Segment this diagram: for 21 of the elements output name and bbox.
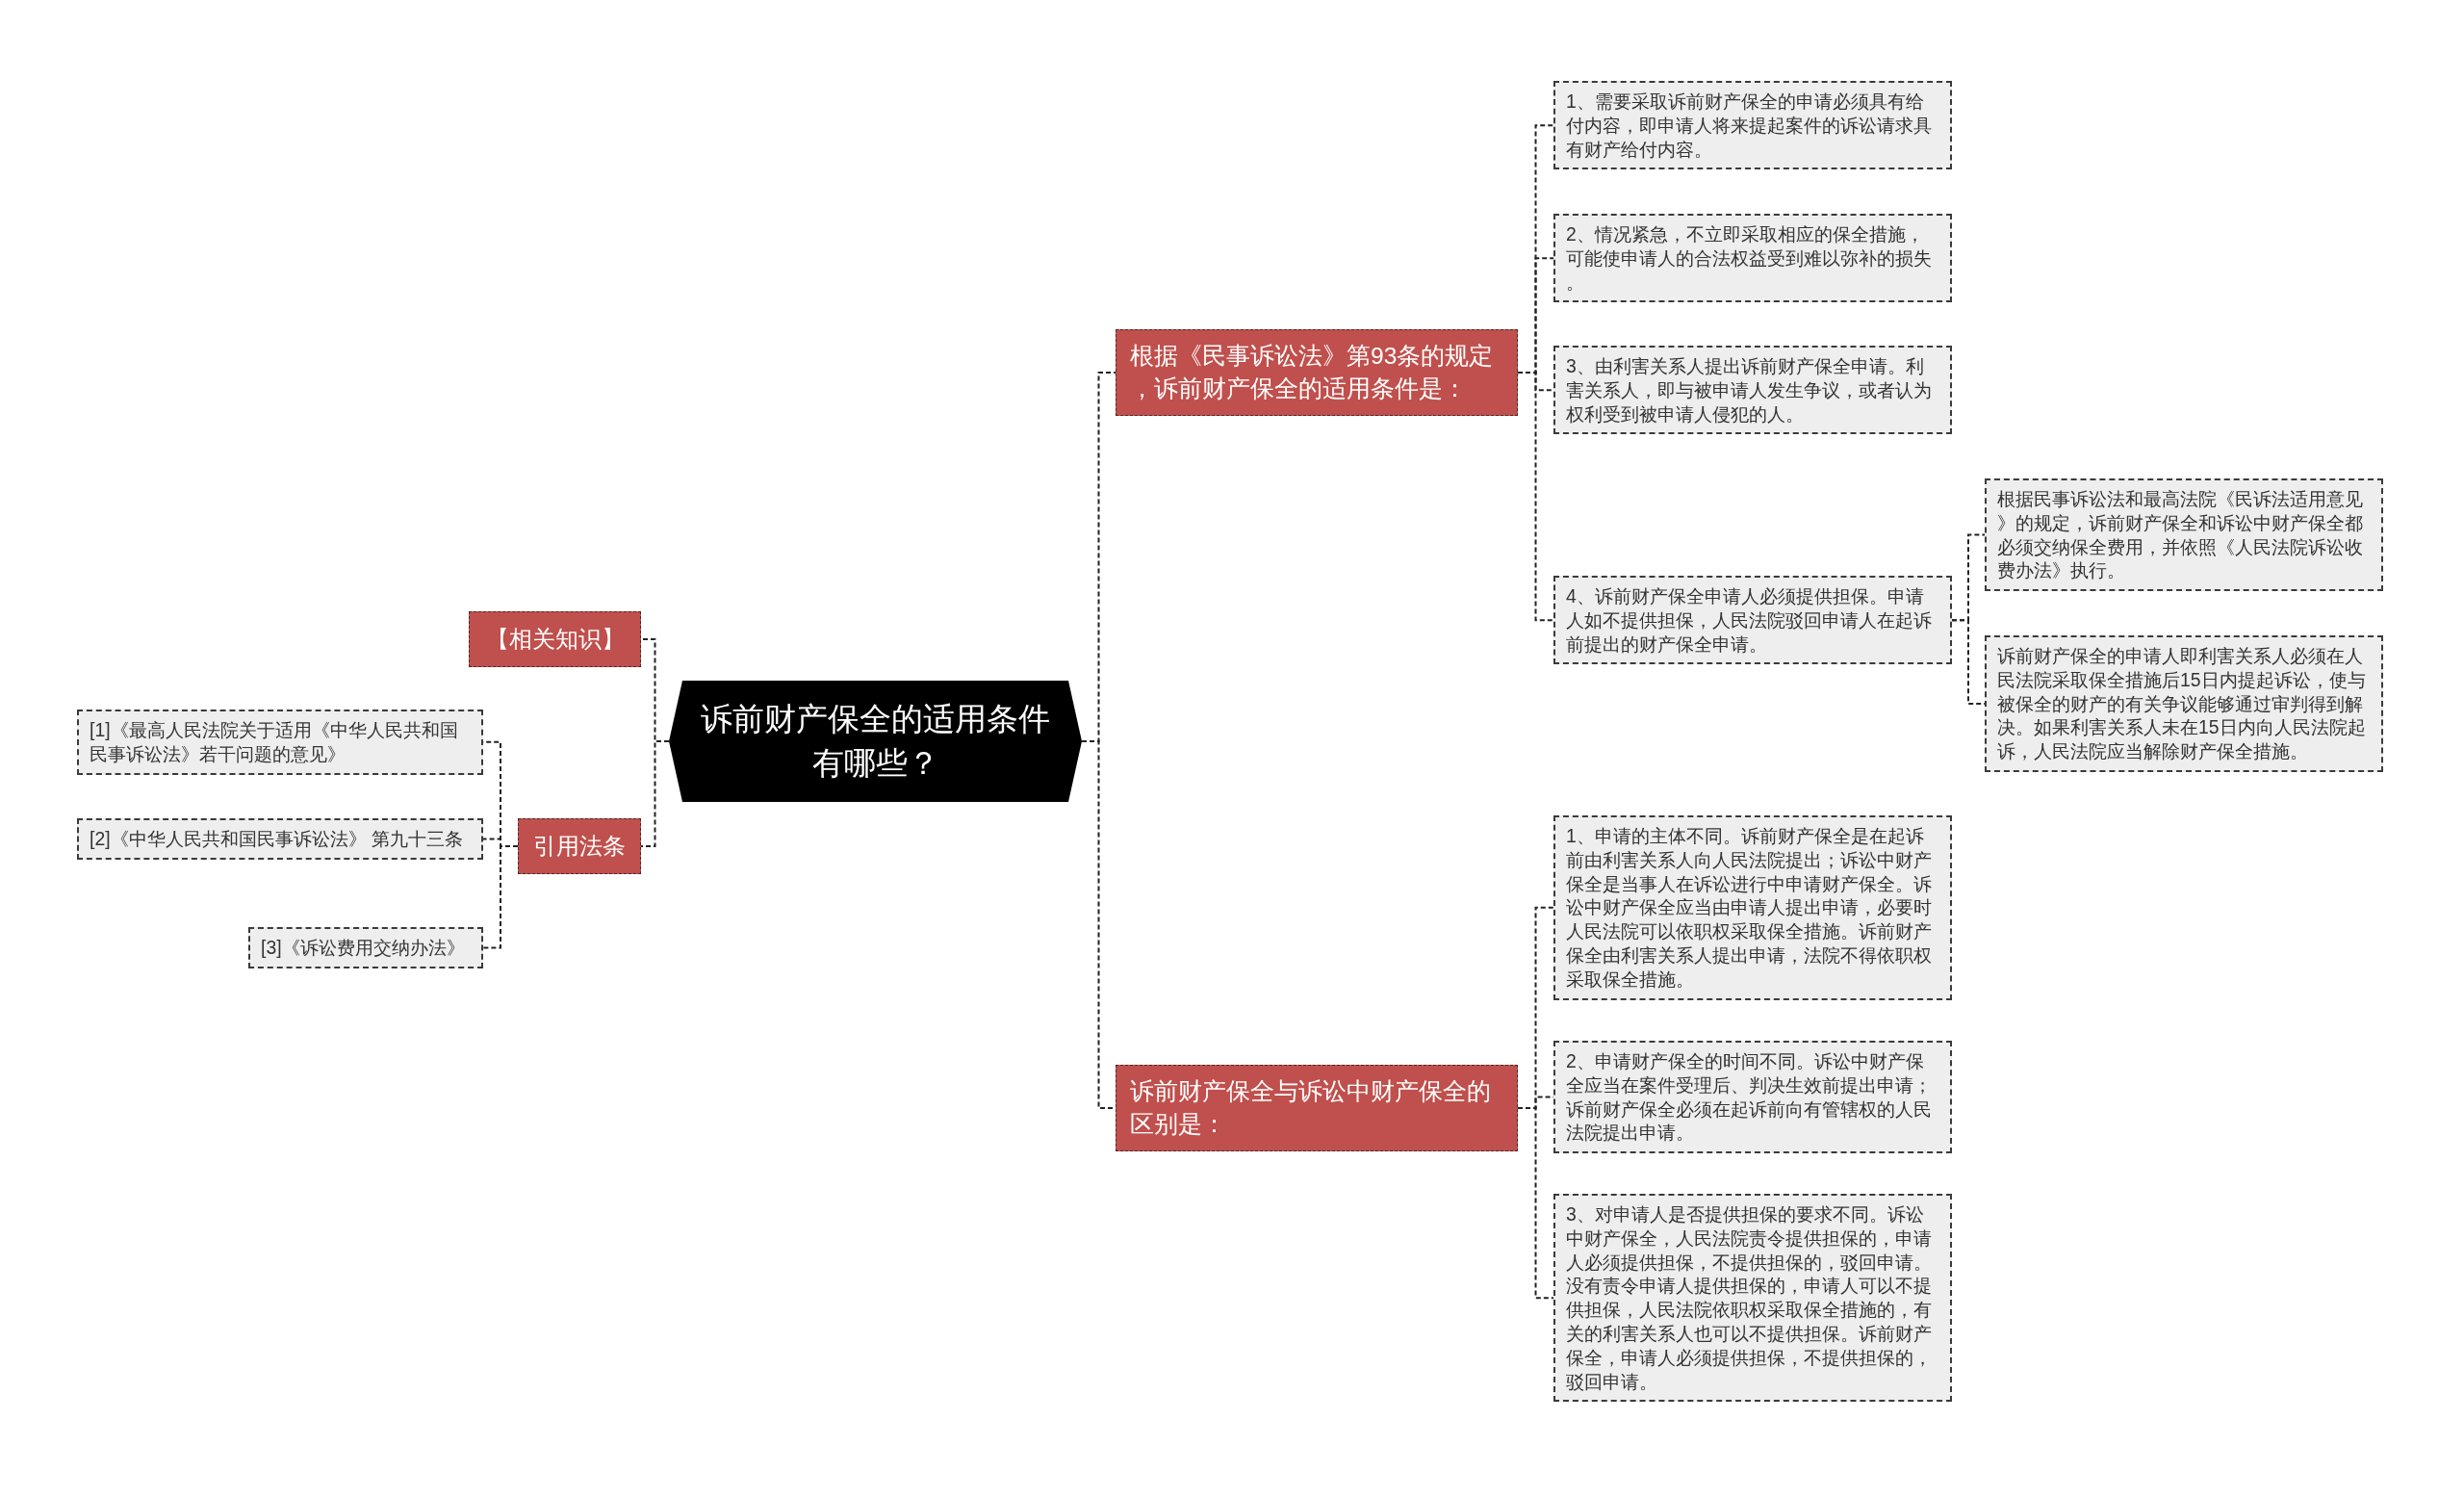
note-box: 诉前财产保全的申请人即利害关系人必须在人民法院采取保全措施后15日内提起诉讼，使与被保全的财产的有关争议能够通过审判得到解决。如果利害关系人未在15日内向人民法院起诉，人民法院应当解除财产保全措施。 <box>1985 635 2383 772</box>
note-box: [2]《中华人民共和国民事诉讼法》 第九十三条 <box>77 818 483 860</box>
topic-box: 引用法条 <box>518 818 641 874</box>
topic-hexagon: 诉前财产保全的适用条件有哪些？ <box>669 681 1082 802</box>
connector-line <box>1517 372 1554 622</box>
note-box: [1]《最高人民法院关于适用《中华人民共和国民事诉讼法》若干问题的意见》 <box>77 710 483 775</box>
note-box: 3、对申请人是否提供担保的要求不同。诉讼中财产保全，人民法院责令提供担保的，申请人必须提供担保，不提供担保的，驳回申请。没有责令申请人提供担保的，申请人可以不提供担保，人民法院依职权采取保全措施的，有关的利害关系人也可以不提供担保。诉前财产保全，申请人必须提供担保，不提供担保的，驳回申请。 <box>1553 1194 1952 1403</box>
topic-box: 诉前财产保全与诉讼中财产保全的区别是： <box>1116 1065 1518 1151</box>
topic-box: 根据《民事诉讼法》第93条的规定，诉前财产保全的适用条件是： <box>1116 329 1518 416</box>
note-box: 1、申请的主体不同。诉前财产保全是在起诉前由利害关系人向人民法院提出；诉讼中财产保全是当事人在诉讼进行中申请财产保全。诉讼中财产保全应当由申请人提出申请，必要时人民法院可以依职权采取保全措施。诉前财产保全由利害关系人提出申请，法院不得依职权采取保全措施。 <box>1553 815 1952 1000</box>
note-box: 根据民事诉讼法和最高法院《民诉法适用意见》的规定，诉前财产保全和诉讼中财产保全都必须交纳保全费用，并依照《人民法院诉讼收费办法》执行。 <box>1985 478 2383 592</box>
note-box: 1、需要采取诉前财产保全的申请必须具有给付内容，即申请人将来提起案件的诉讼请求具有财产给付内容。 <box>1553 81 1952 170</box>
topic-box: 【相关知识】 <box>469 611 641 667</box>
note-box: 4、诉前财产保全申请人必须提供担保。申请人如不提供担保，人民法院驳回申请人在起诉前提出的财产保全申请。 <box>1553 576 1952 665</box>
connector-line <box>640 740 670 847</box>
note-box: 2、申请财产保全的时间不同。诉讼中财产保全应当在案件受理后、判决生效前提出申请；诉前财产保全必须在起诉前向有管辖权的人民法院提出申请。 <box>1553 1041 1952 1154</box>
connector-line <box>1517 1107 1554 1300</box>
connector-line <box>482 845 519 949</box>
note-box: 2、情况紧急，不立即采取相应的保全措施，可能使申请人的合法权益受到难以弥补的损失。 <box>1553 214 1952 303</box>
note-box: 3、由利害关系人提出诉前财产保全申请。利害关系人，即与被申请人发生争议，或者认为权利受到被申请人侵犯的人。 <box>1553 346 1952 435</box>
note-box: [3]《诉讼费用交纳办法》 <box>248 927 483 968</box>
